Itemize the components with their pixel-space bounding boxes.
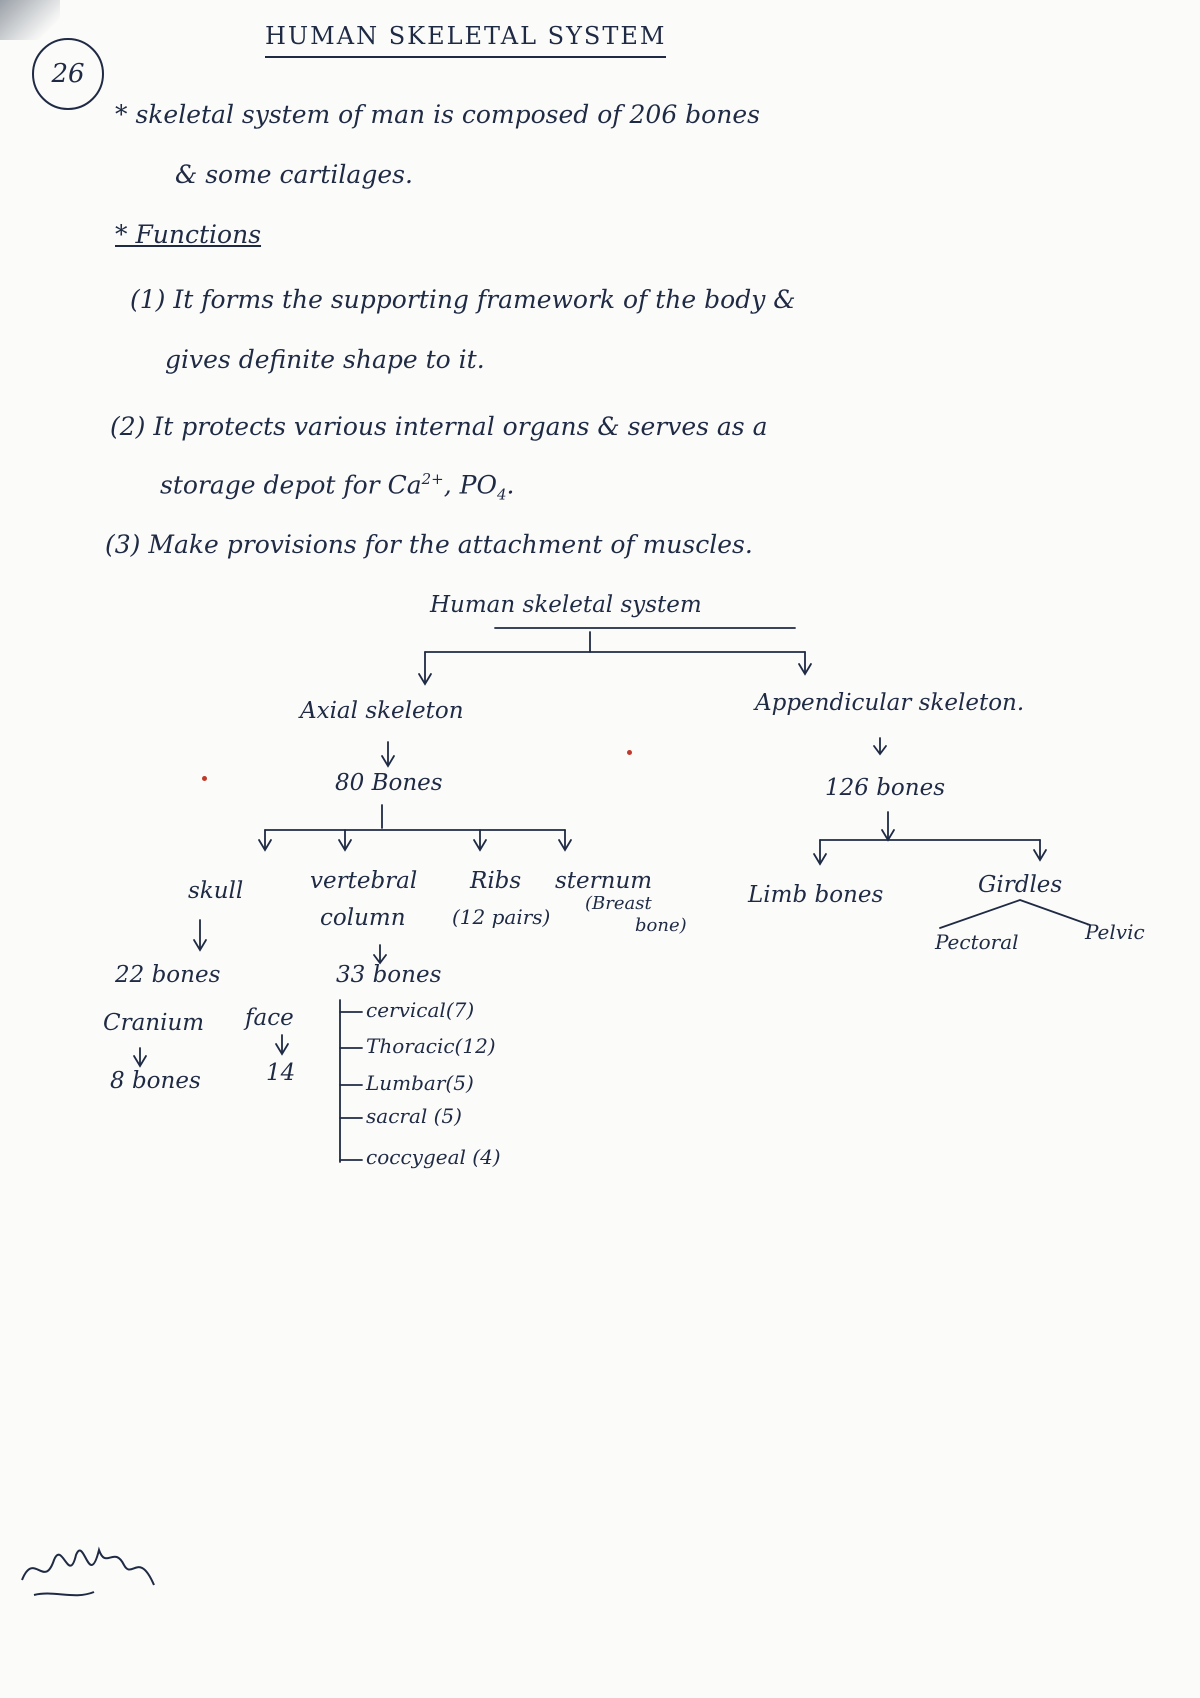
skull-count: 22 bones xyxy=(115,962,221,988)
axial-label: Axial skeleton xyxy=(300,698,464,724)
tree-root: Human skeletal system xyxy=(430,592,702,618)
vertebral-count: 33 bones xyxy=(336,962,442,988)
intro-line-2: & some cartilages. xyxy=(175,160,413,189)
signature-mark xyxy=(21,1546,155,1597)
vertebral-arrow-head xyxy=(338,839,352,852)
region-coccygeal: coccygeal (4) xyxy=(366,1145,501,1169)
limb-label: Limb bones xyxy=(748,882,884,908)
appendicular-count: 126 bones xyxy=(825,775,946,801)
skull-count-arrow-head xyxy=(193,939,207,952)
face-arrow-head xyxy=(275,1043,289,1056)
appendicular-arrow-head xyxy=(798,663,812,676)
face-count: 14 xyxy=(266,1060,296,1086)
sternum-note-2: bone) xyxy=(635,915,687,936)
ribs-pairs: (12 pairs) xyxy=(452,905,551,929)
function-1-line-2: gives definite shape to it. xyxy=(165,345,485,374)
region-lumbar: Lumbar(5) xyxy=(366,1071,474,1095)
function-3-line-1: (3) Make provisions for the attachment o… xyxy=(105,530,753,559)
pectoral-label: Pectoral xyxy=(935,930,1019,954)
sternum-arrow-head xyxy=(558,839,572,852)
girdles-split xyxy=(939,899,1091,929)
limb-arrow-head xyxy=(813,853,827,866)
region-cervical: cervical(7) xyxy=(366,998,475,1022)
function-2-line-1: (2) It protects various internal organs … xyxy=(110,412,768,441)
page-title: HUMAN SKELETAL SYSTEM xyxy=(265,22,667,58)
skull-arrow-head xyxy=(258,839,272,852)
girdles-arrow-head xyxy=(1033,849,1047,862)
cranium-arrow-head xyxy=(133,1055,147,1068)
vertebral-count-arrow-head xyxy=(373,954,387,965)
ink-dot xyxy=(627,750,632,755)
cranium-label: Cranium xyxy=(103,1010,205,1036)
app-count-arrow-head xyxy=(873,745,887,756)
cranium-count: 8 bones xyxy=(110,1068,201,1094)
vertebral-label-1: vertebral xyxy=(310,868,418,894)
sternum-note-1: (Breast xyxy=(585,893,652,914)
page-corner-shadow xyxy=(0,0,60,40)
sternum-label: sternum xyxy=(555,868,653,894)
function-1-line-1: (1) It forms the supporting framework of… xyxy=(130,285,796,314)
ink-dot xyxy=(202,776,207,781)
axial-arrow-head xyxy=(418,673,432,686)
page-number: 26 xyxy=(32,38,104,110)
face-label: face xyxy=(245,1005,294,1031)
function-2-line-2: storage depot for Ca2+, PO4. xyxy=(160,470,515,504)
ribs-arrow-head xyxy=(473,839,487,852)
vertebral-label-2: column xyxy=(320,905,406,931)
axial-count: 80 Bones xyxy=(335,770,443,796)
ribs-label: Ribs xyxy=(470,868,522,894)
skull-label: skull xyxy=(188,878,244,904)
functions-heading: * Functions xyxy=(115,220,262,249)
girdles-label: Girdles xyxy=(978,872,1063,898)
region-thoracic: Thoracic(12) xyxy=(366,1034,496,1058)
axial-count-arrow-head xyxy=(381,755,395,768)
pelvic-label: Pelvic xyxy=(1085,920,1145,944)
region-sacral: sacral (5) xyxy=(366,1104,462,1128)
intro-line-1: * skeletal system of man is composed of … xyxy=(115,100,760,129)
appendicular-label: Appendicular skeleton. xyxy=(755,690,1025,716)
